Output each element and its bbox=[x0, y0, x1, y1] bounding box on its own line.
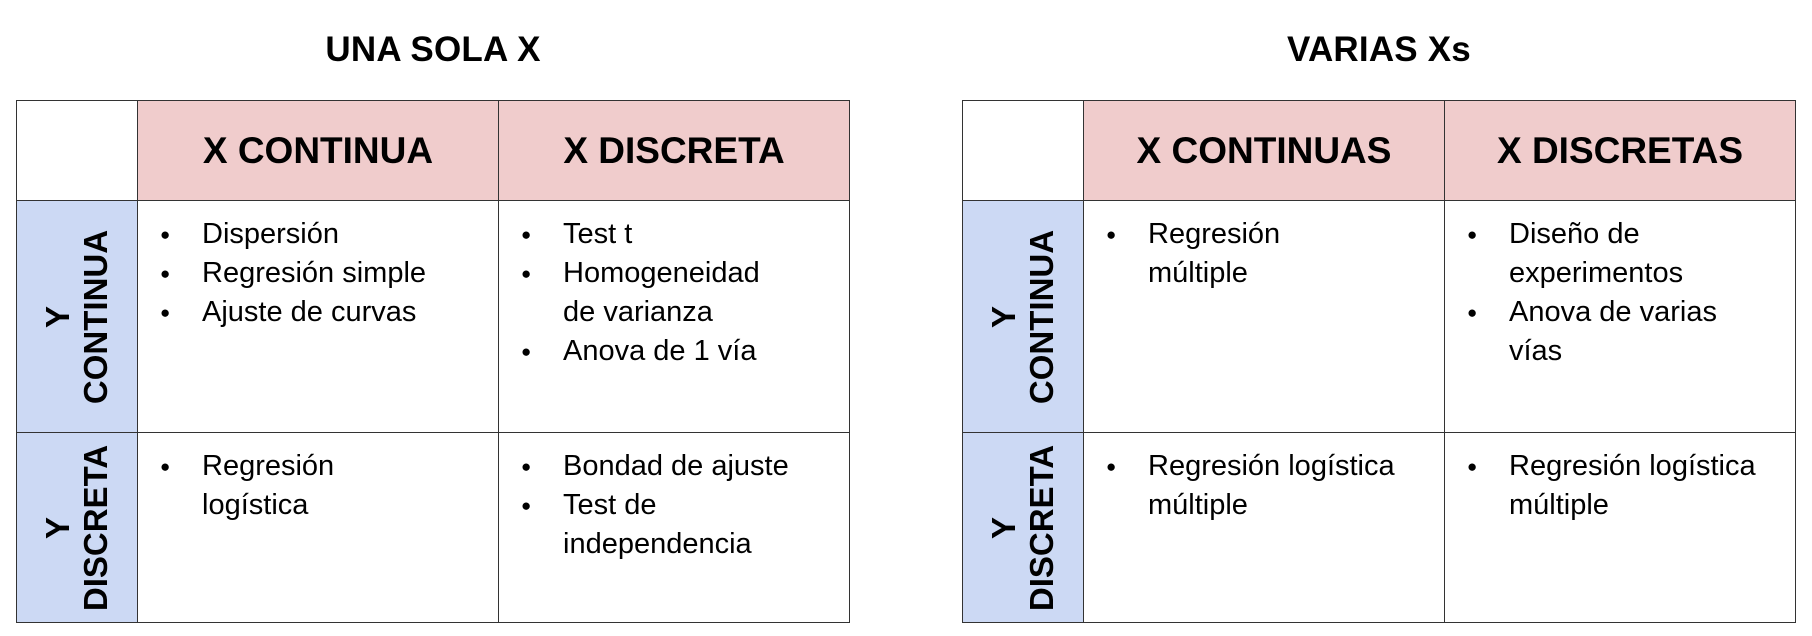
bullet-list: Diseño de experimentos Anova de varias v… bbox=[1459, 215, 1749, 371]
list-item: Regresión logística múltiple bbox=[1459, 447, 1759, 525]
row-header-line-2: CONTINUA bbox=[77, 229, 114, 404]
bullet-list: Dispersión Regresión simple Ajuste de cu… bbox=[152, 215, 490, 332]
multiple-x-table: X CONTINUAS X DISCRETAS Y CONTINUA Regre… bbox=[962, 100, 1796, 623]
panel-title: VARIAS Xs bbox=[1287, 30, 1471, 69]
column-header-x-continua: X CONTINUA bbox=[138, 101, 499, 201]
column-header-x-continuas: X CONTINUAS bbox=[1084, 101, 1445, 201]
row-header-line-1: Y bbox=[985, 305, 1022, 328]
table-cell: Regresión múltiple bbox=[1084, 201, 1445, 433]
row-header-y-discreta: Y DISCRETA bbox=[963, 433, 1084, 623]
list-item: Homogeneidad de varianza bbox=[513, 254, 783, 332]
list-item: Regresión simple bbox=[152, 254, 490, 293]
column-header-x-discretas: X DISCRETAS bbox=[1445, 101, 1796, 201]
table-cell: Regresión logística múltiple bbox=[1445, 433, 1796, 623]
row-header-y-discreta: Y DISCRETA bbox=[17, 433, 138, 623]
list-item: Anova de 1 vía bbox=[513, 332, 783, 371]
table-cell: Regresión logística múltiple bbox=[1084, 433, 1445, 623]
panel-title: UNA SOLA X bbox=[325, 30, 541, 69]
bullet-list: Test t Homogeneidad de varianza Anova de… bbox=[513, 215, 783, 371]
bullet-list: Bondad de ajuste Test de independencia bbox=[513, 447, 813, 564]
list-item: Regresión logística bbox=[152, 447, 372, 525]
bullet-list: Regresión logística múltiple bbox=[1098, 447, 1398, 525]
bullet-list: Regresión múltiple bbox=[1098, 215, 1318, 293]
list-item: Regresión múltiple bbox=[1098, 215, 1318, 293]
table-cell: Test t Homogeneidad de varianza Anova de… bbox=[499, 201, 850, 433]
column-header-x-discreta: X DISCRETA bbox=[499, 101, 850, 201]
table-cell: Regresión logística bbox=[138, 433, 499, 623]
bullet-list: Regresión logística múltiple bbox=[1459, 447, 1759, 525]
list-item: Regresión logística múltiple bbox=[1098, 447, 1398, 525]
list-item: Diseño de experimentos bbox=[1459, 215, 1749, 293]
row-header-line-1: Y bbox=[985, 516, 1023, 539]
row-header-line-2: DISCRETA bbox=[1023, 444, 1061, 611]
row-header-line-1: Y bbox=[39, 305, 76, 328]
corner-cell bbox=[963, 101, 1084, 201]
corner-cell bbox=[17, 101, 138, 201]
table-cell: Dispersión Regresión simple Ajuste de cu… bbox=[138, 201, 499, 433]
row-header-line-2: DISCRETA bbox=[77, 444, 115, 611]
single-x-table: X CONTINUA X DISCRETA Y CONTINUA Dispers… bbox=[16, 100, 850, 623]
row-header-line-1: Y bbox=[39, 516, 77, 539]
list-item: Test de independencia bbox=[513, 486, 813, 564]
list-item: Test t bbox=[513, 215, 783, 254]
row-header-y-continua: Y CONTINUA bbox=[17, 201, 138, 433]
table-cell: Bondad de ajuste Test de independencia bbox=[499, 433, 850, 623]
row-header-line-2: CONTINUA bbox=[1023, 229, 1060, 404]
list-item: Anova de varias vías bbox=[1459, 293, 1749, 371]
table-cell: Diseño de experimentos Anova de varias v… bbox=[1445, 201, 1796, 433]
list-item: Ajuste de curvas bbox=[152, 293, 490, 332]
row-header-y-continua: Y CONTINUA bbox=[963, 201, 1084, 433]
list-item: Dispersión bbox=[152, 215, 490, 254]
bullet-list: Regresión logística bbox=[152, 447, 372, 525]
list-item: Bondad de ajuste bbox=[513, 447, 813, 486]
